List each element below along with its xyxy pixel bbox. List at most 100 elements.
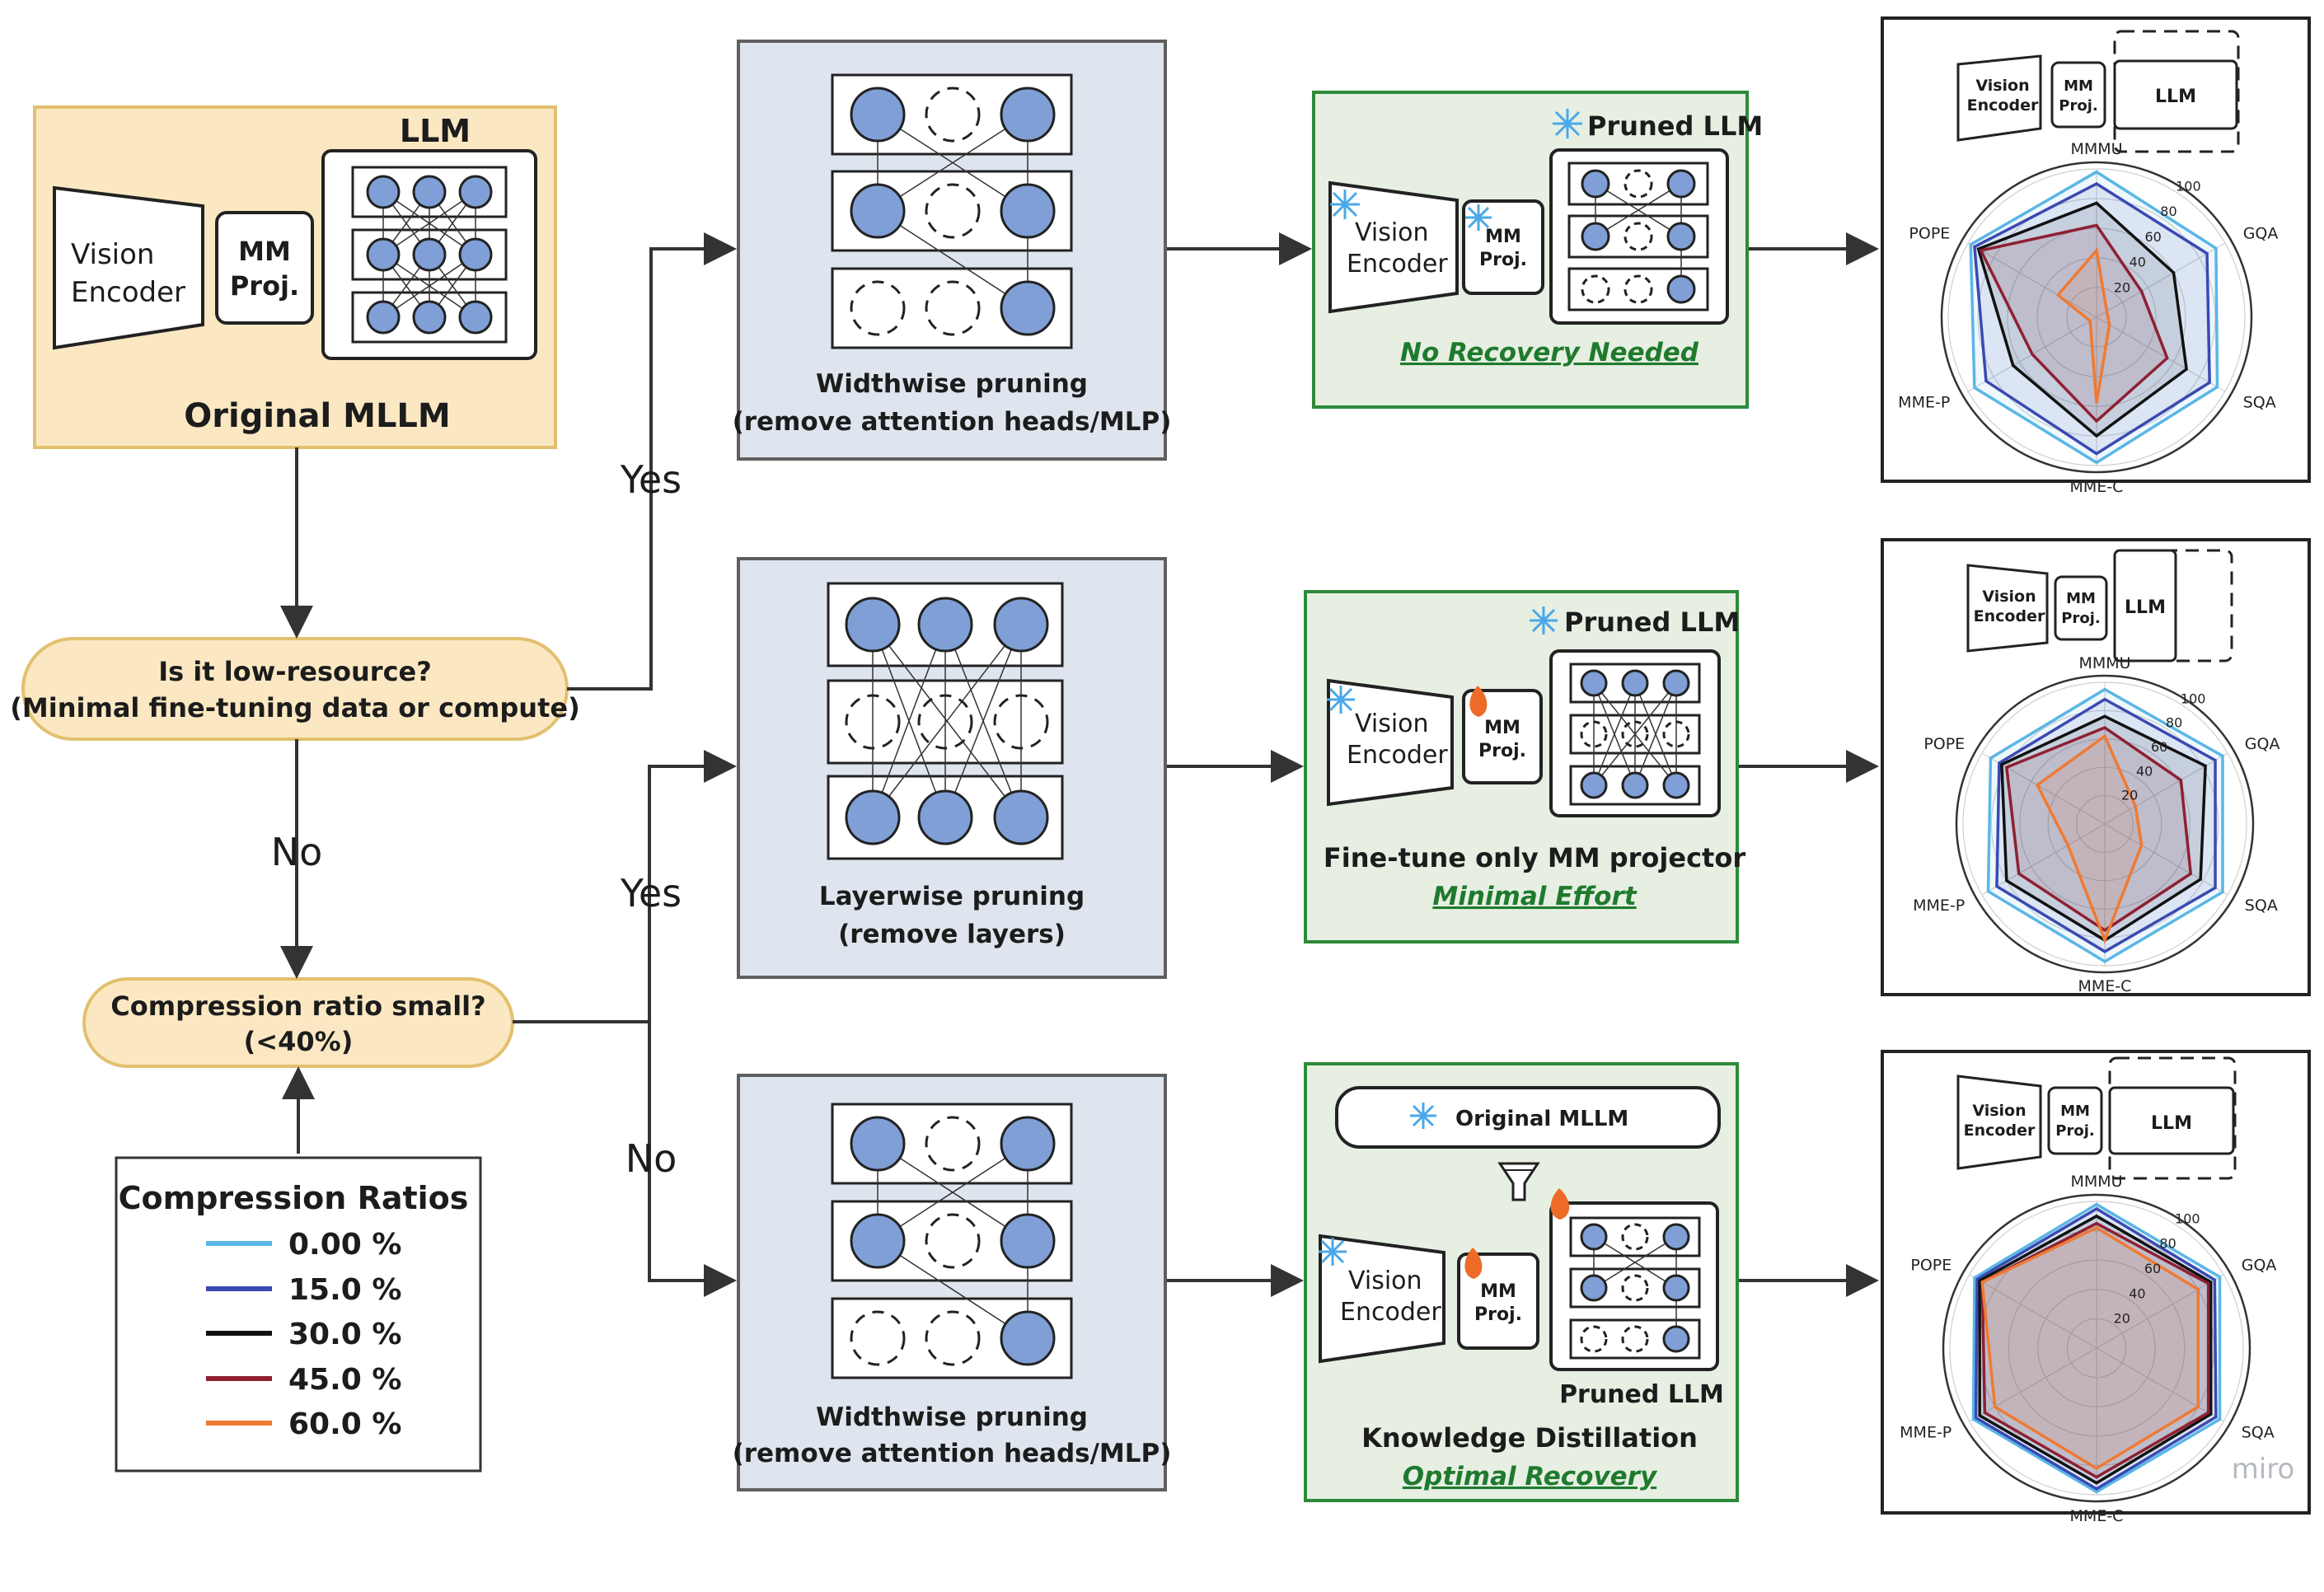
recovery1-vision-label-1: Vision [1355,218,1429,247]
recovery1-pruned-llm [1549,148,1729,325]
recovery2-vision-label-1: Vision [1355,709,1429,738]
legend-item-1: 15.0 % [206,1273,401,1307]
recovery3-vision-snowflake-icon [1319,1238,1347,1266]
edge-label-yes-1: Yes [620,457,682,502]
radar-axis-label: MME-C [2070,1507,2124,1525]
edge-label-no-1: No [271,830,323,874]
original-llm: LLM [321,113,537,360]
result-panel-3: Vision Encoder MM Proj. LLM 20406080100M… [1881,1050,2311,1525]
recovery3-mm-fire-icon [1464,1248,1483,1279]
radar-axis-label: SQA [2243,394,2276,412]
legend-title: Compression Ratios [119,1180,469,1216]
radar-spoke [2096,316,2226,392]
result3-vision-label-1: Vision [1972,1102,2026,1120]
recovery1-header: Pruned LLM [1587,110,1763,142]
result3-llm-label: LLM [2151,1113,2192,1134]
radar-series-4 [2055,247,2111,404]
radar-tick-label: 20 [2114,1311,2130,1327]
layerwise-pruning-box: Layerwise pruning (remove layers) [737,557,1167,979]
recovery1-vision-encoder: Vision Encoder [1328,180,1459,314]
recovery2-link-minimal-effort: Minimal Effort [1432,882,1637,911]
recovery2-mm-label-2: Proj. [1478,741,1526,761]
recovery3-vision-encoder: Vision Encoder [1319,1234,1445,1364]
original-mm-projector: MM Proj. [215,211,314,325]
radar-axis-label: SQA [2245,897,2278,915]
recovery-box-3: Original MLLM Vision Encoder MM Proj. [1304,1062,1739,1502]
radar-series-3 [2004,726,2193,933]
recovery3-vision-label-1: Vision [1348,1267,1422,1295]
original-llm-label: LLM [400,113,471,149]
recovery1-vision-snowflake-icon [1330,190,1360,219]
recovery3-mm-label-1: MM [1480,1281,1516,1302]
decision-compression-line1: Compression ratio small? [110,990,485,1022]
recovery2-vision-label-2: Encoder [1347,741,1448,770]
radar-axis-label: GQA [2243,224,2279,242]
original-vision-encoder: Vision Encoder [53,185,204,350]
legend-label-3: 45.0 % [288,1363,401,1397]
radar-axis-label: MME-P [1900,1423,1952,1441]
result1-llm-label: LLM [2155,87,2196,107]
recovery-box-2: Pruned LLM Vision Encoder MM Proj. [1304,590,1745,943]
radar-tick-label: 100 [2176,179,2201,194]
pruning-2-line2: (remove layers) [838,920,1066,949]
radar-tick-label: 20 [2114,279,2130,295]
radar-spoke [2096,1274,2224,1349]
radar-tick-label: 80 [2160,204,2176,219]
recovery3-pruned-llm [1549,1201,1719,1371]
radar-axis-label: GQA [2245,735,2280,753]
radar-tick-label: 60 [2151,739,2167,755]
radar-outer-ring [1940,161,2253,474]
radar-axis-label: SQA [2242,1423,2275,1441]
funnel-icon [1497,1162,1540,1201]
recovery3-footer: Pruned LLM [1559,1380,1724,1409]
radar-spoke [1967,242,2097,318]
result2-vision-label-2: Encoder [1974,607,2045,625]
radar-axis-label: MME-C [2078,977,2132,995]
radar-tick-label: 80 [2166,715,2182,731]
teacher-model-pill [1335,1086,1721,1149]
radar-spoke [2096,1347,2224,1422]
result1-mm-label-2: Proj. [2059,97,2097,115]
result2-llm-label: LLM [2125,597,2166,618]
radar-tick-label: 40 [2129,1285,2145,1301]
radar-series-4 [2035,733,2144,944]
recovery2-pruned-llm [1549,649,1721,817]
recovery-box-1: Pruned LLM Vision Encoder MM Proj. [1312,91,1763,409]
recovery1-vision-label-2: Encoder [1347,250,1448,279]
miro-watermark: miro [2232,1453,2295,1486]
radar-spoke [1981,823,2106,896]
original-mllm-title: Original MLLM [184,397,450,435]
arrow-decision2-yes [513,750,737,1023]
decision-low-resource-line1: Is it low-resource? [158,656,432,687]
decision-compression-small: Compression ratio small? (<40%) [82,977,514,1068]
recovery1-link-no-recovery: No Recovery Needed [1400,338,1699,368]
radar-tick-label: 80 [2159,1236,2176,1252]
pruning-2-line1: Layerwise pruning [819,882,1085,911]
result1-vision-label-2: Encoder [1967,96,2039,115]
radar-axis-label: GQA [2242,1257,2277,1275]
radar-axis-label: POPE [1910,1257,1952,1275]
decision-low-resource: Is it low-resource? (Minimal fine-tuning… [10,637,580,741]
original-vision-label-2: Encoder [71,276,185,309]
recovery2-snowflake-icon [1530,606,1558,634]
recovery2-vision-encoder: Vision Encoder [1327,678,1454,807]
recovery3-mm-label-2: Proj. [1474,1304,1522,1325]
recovery3-link-optimal-recovery: Optimal Recovery [1403,1462,1658,1491]
result3-mm-label-2: Proj. [2055,1122,2094,1140]
radar-tick-label: 20 [2121,788,2138,803]
original-vision-label-1: Vision [71,238,154,271]
widthwise-network-1 [831,73,1073,349]
decision-low-resource-line2: (Minimal fine-tuning data or compute) [10,692,579,723]
compression-legend: Compression Ratios 0.00 % 15.0 % 30.0 % … [115,1156,482,1473]
radar-series-2 [1976,201,2188,438]
radar-tick-label: 100 [2181,691,2206,706]
pruning-3-line2: (remove attention heads/MLP) [733,1439,1172,1468]
edge-label-no-2: No [626,1136,677,1181]
legend-label-4: 60.0 % [288,1407,401,1441]
recovery3-teacher-snowflake-icon [1410,1103,1436,1129]
radar-series-2 [1978,1214,2213,1485]
radar-series-0 [1971,1202,2222,1494]
